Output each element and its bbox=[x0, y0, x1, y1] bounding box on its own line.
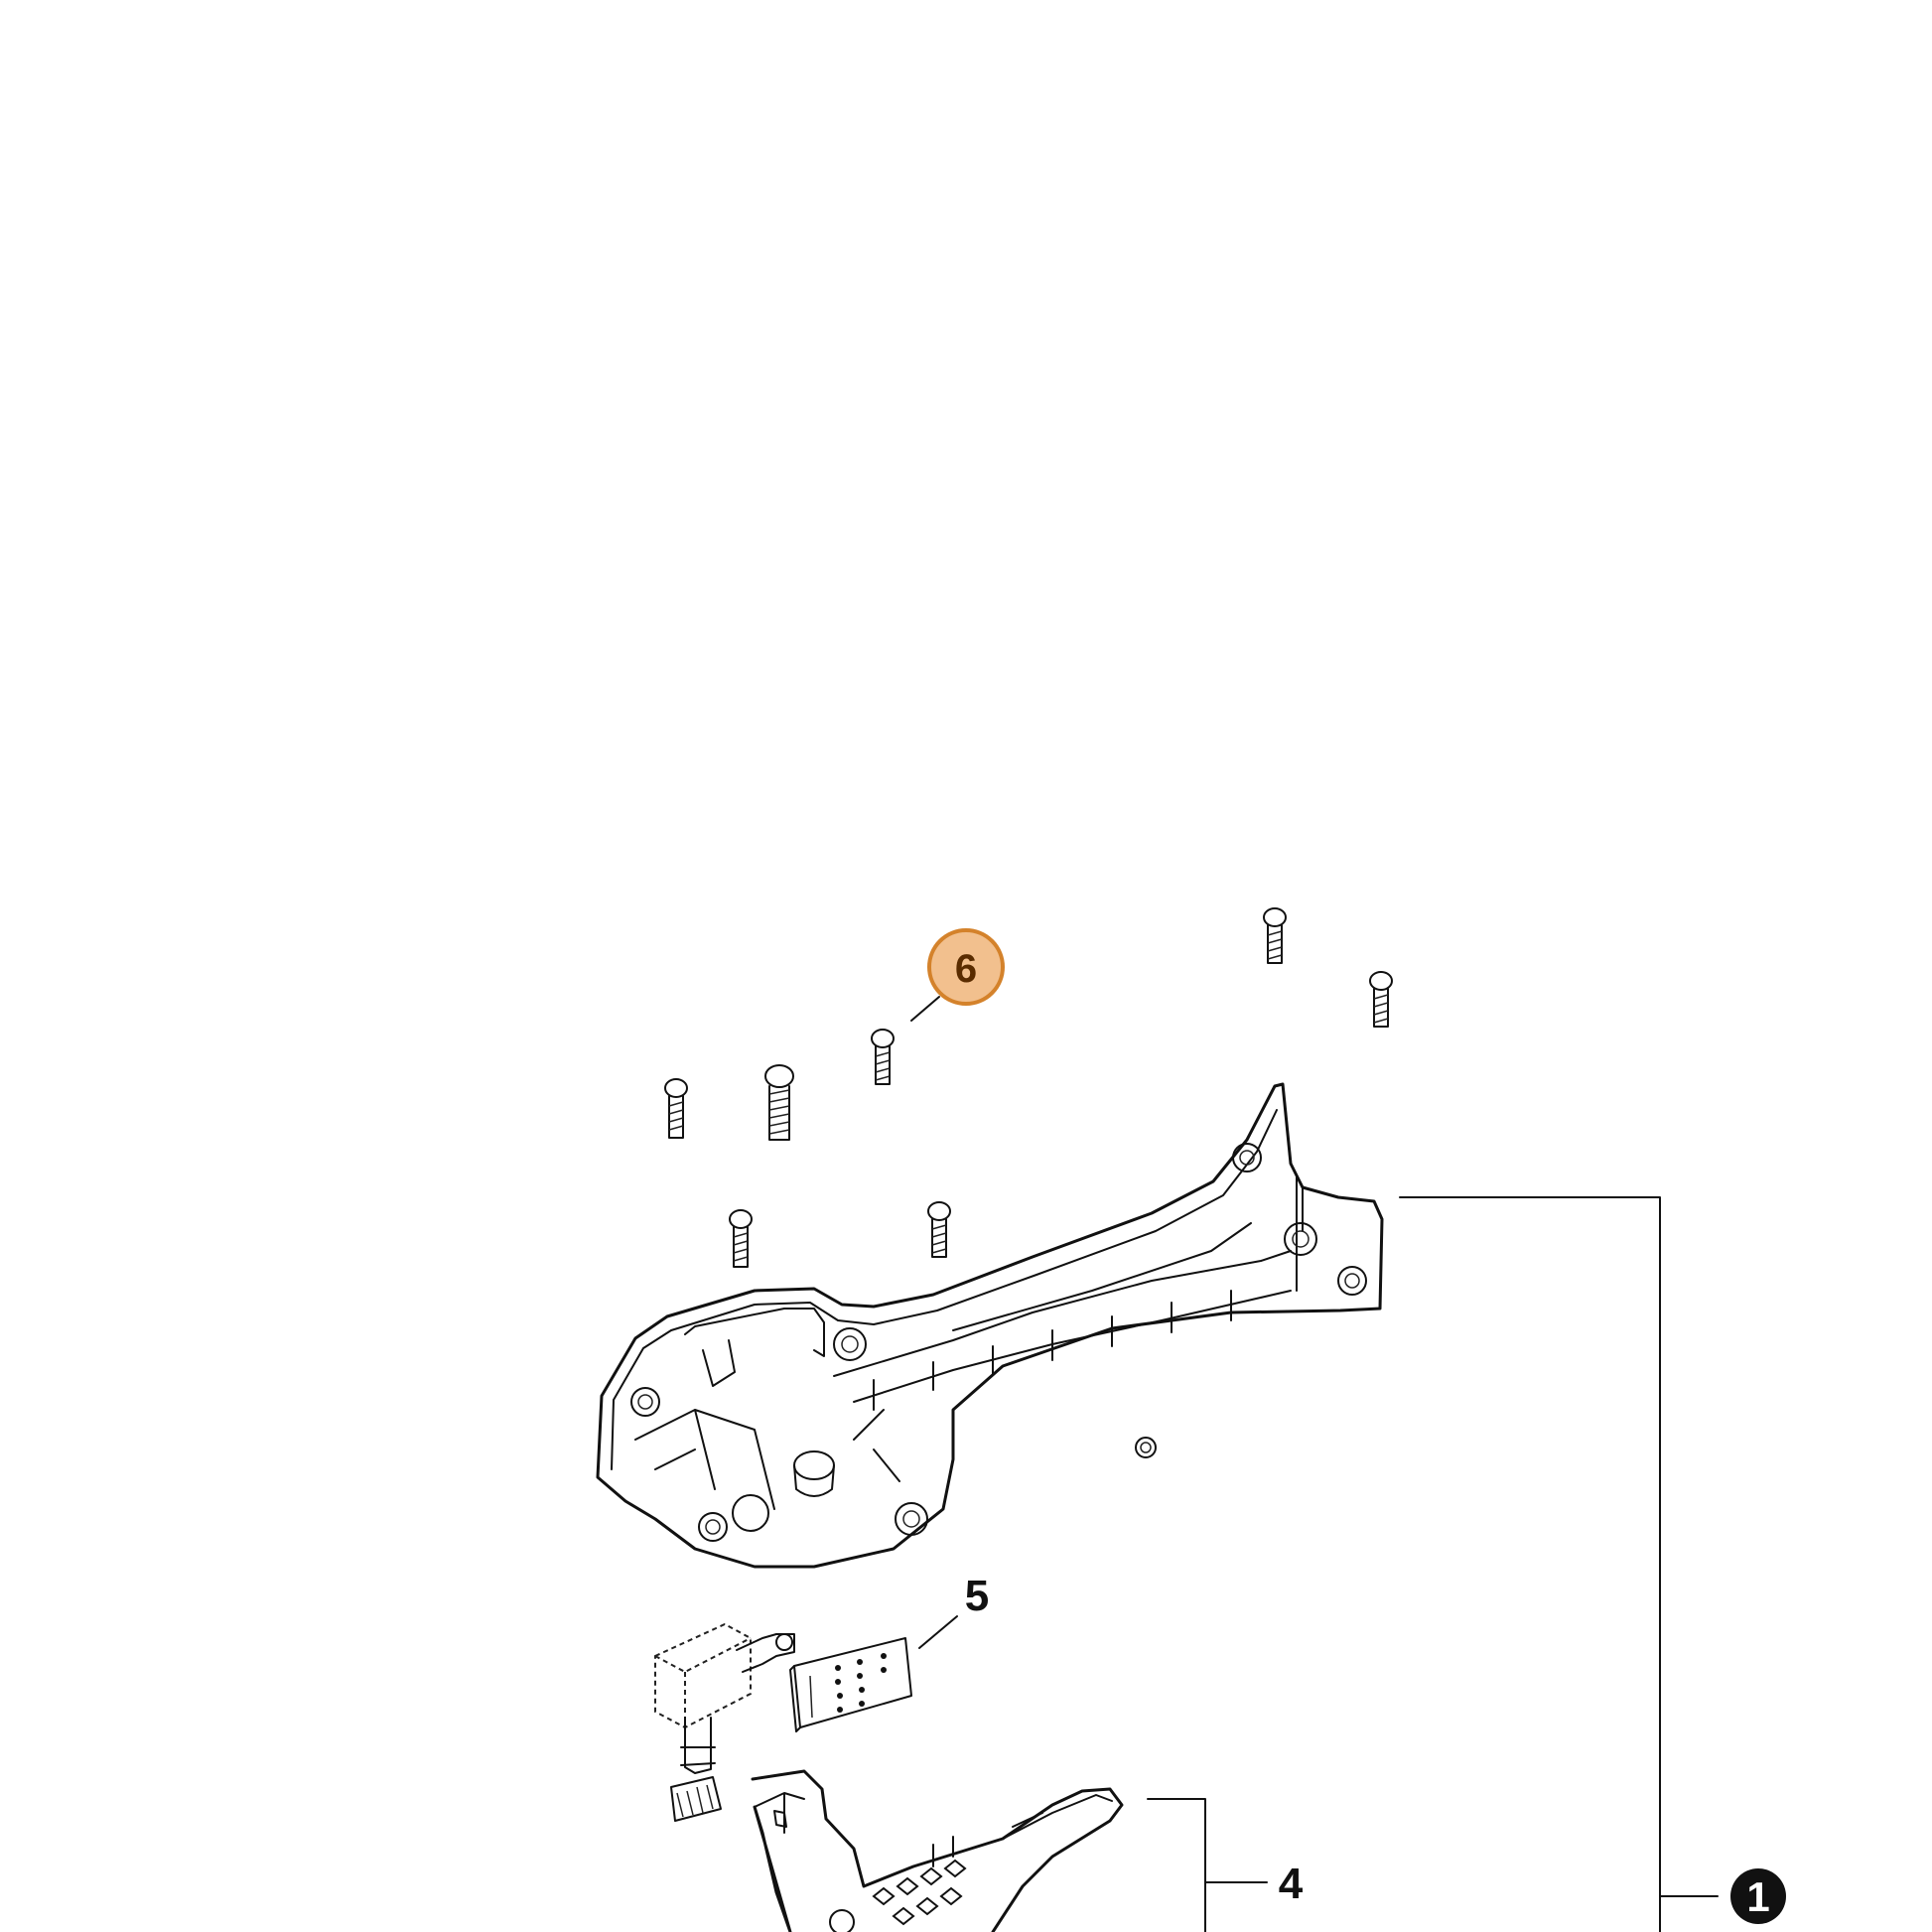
switch-assembly[interactable] bbox=[654, 1622, 795, 1822]
callout-6-label: 6 bbox=[955, 947, 977, 991]
handle-housing[interactable] bbox=[596, 1082, 1384, 1569]
boss bbox=[793, 1450, 835, 1497]
screw[interactable] bbox=[1369, 971, 1393, 1028]
screw[interactable] bbox=[729, 1209, 753, 1268]
boss bbox=[895, 1502, 928, 1536]
callout-4[interactable]: 4 bbox=[1279, 1860, 1304, 1908]
callout-6[interactable]: 6 bbox=[927, 928, 1005, 1006]
boss bbox=[1337, 1266, 1367, 1296]
handle-cover[interactable] bbox=[751, 1769, 1124, 1932]
boss bbox=[833, 1327, 867, 1361]
screw[interactable] bbox=[927, 1201, 951, 1258]
label-plate[interactable] bbox=[789, 1637, 912, 1732]
boss bbox=[698, 1512, 728, 1542]
callout-4-label: 4 bbox=[1279, 1860, 1304, 1908]
screw[interactable] bbox=[664, 1078, 688, 1139]
boss bbox=[1284, 1222, 1317, 1256]
assembly-bracket bbox=[910, 996, 1719, 1932]
screw[interactable] bbox=[1263, 907, 1287, 964]
screw-group bbox=[664, 907, 1393, 1458]
callout-5[interactable]: 5 bbox=[965, 1572, 989, 1620]
boss bbox=[630, 1387, 660, 1417]
small-screw-head[interactable] bbox=[1135, 1437, 1157, 1458]
callout-1-label: 1 bbox=[1746, 1873, 1769, 1920]
boss bbox=[732, 1494, 769, 1532]
callout-1[interactable]: 1 bbox=[1730, 1868, 1786, 1924]
screw[interactable] bbox=[871, 1029, 895, 1085]
boss bbox=[1232, 1143, 1262, 1173]
callout-5-label: 5 bbox=[965, 1572, 989, 1620]
screw-long[interactable] bbox=[764, 1064, 794, 1141]
